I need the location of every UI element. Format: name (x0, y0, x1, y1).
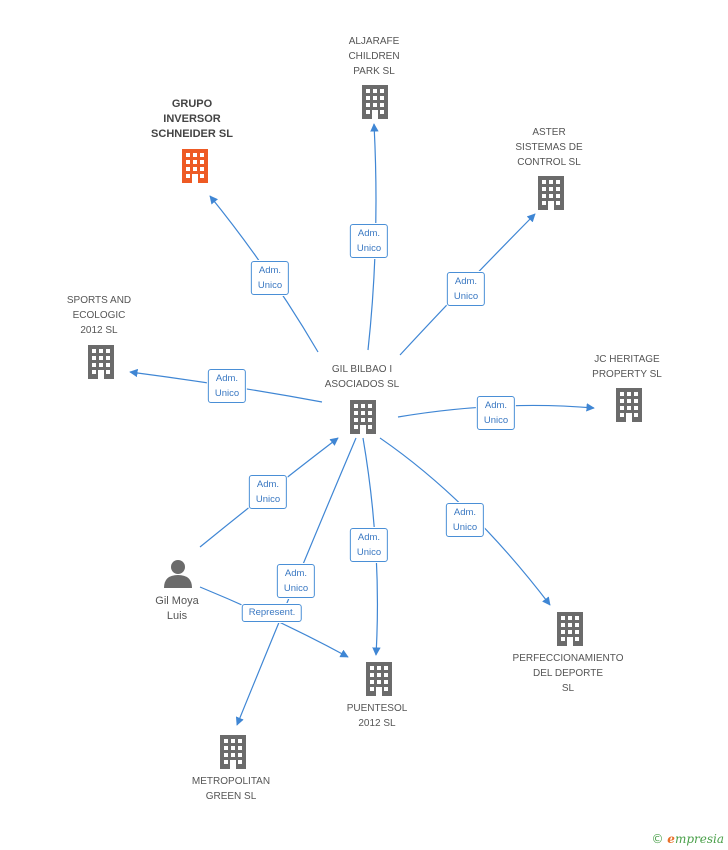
building-icon-grupo-inversor[interactable] (182, 149, 208, 183)
node-label-aljarafe[interactable]: ALJARAFE CHILDREN PARK SL (348, 36, 400, 77)
building-icon-perfeccionamiento[interactable] (557, 612, 583, 646)
building-icon-metropolitan[interactable] (220, 735, 246, 769)
edge-label-to-aljarafe: Adm. Unico (349, 224, 389, 258)
edge-label-gil-to-puentesol: Represent. (241, 604, 303, 622)
node-label-grupo-inversor[interactable]: GRUPO INVERSOR SCHNEIDER SL (151, 98, 233, 140)
node-label-jc-heritage[interactable]: JC HERITAGE PROPERTY SL (592, 354, 662, 380)
empresia-logo: © empresia (651, 832, 724, 846)
person-icon-gil-moya[interactable] (164, 560, 192, 588)
building-icon-aljarafe[interactable] (362, 85, 388, 119)
brand-initial: e (667, 832, 675, 846)
edge-label-to-sports: Adm. Unico (207, 369, 247, 403)
edge-label-to-jc: Adm. Unico (476, 396, 516, 430)
edge-gil-to-puentesol (199, 586, 349, 658)
node-label-sports[interactable]: SPORTS AND ECOLOGIC 2012 SL (66, 295, 132, 336)
copyright-icon: © (651, 832, 664, 846)
building-icon-gil-bilbao[interactable] (350, 400, 376, 434)
building-icon-sports[interactable] (88, 345, 114, 379)
building-icon-puentesol[interactable] (366, 662, 392, 696)
node-label-puentesol[interactable]: PUENTESOL 2012 SL (346, 703, 408, 729)
edge-label-to-puentesol: Adm. Unico (349, 528, 389, 562)
node-label-gil-moya[interactable]: Gil Moya Luis (155, 595, 199, 622)
brand-name: mpresia (674, 832, 724, 846)
edge-label-gil-to-hub: Adm. Unico (248, 475, 288, 509)
edge-label-to-perfeccionamiento: Adm. Unico (445, 503, 485, 537)
edge-label-to-metropolitan: Adm. Unico (276, 564, 316, 598)
building-icon-aster[interactable] (538, 176, 564, 210)
node-label-perfeccionamiento[interactable]: PERFECCIONAMIENTO DEL DEPORTE SL (512, 653, 624, 694)
node-label-aster[interactable]: ASTER SISTEMAS DE CONTROL SL (515, 127, 583, 168)
building-icon-jc-heritage[interactable] (616, 388, 642, 422)
node-label-gil-bilbao[interactable]: GIL BILBAO I ASOCIADOS SL (324, 364, 400, 390)
node-label-metropolitan[interactable]: METROPOLITAN GREEN SL (191, 776, 271, 802)
edge-label-to-grupo: Adm. Unico (250, 261, 290, 295)
edge-label-to-aster: Adm. Unico (446, 272, 486, 306)
